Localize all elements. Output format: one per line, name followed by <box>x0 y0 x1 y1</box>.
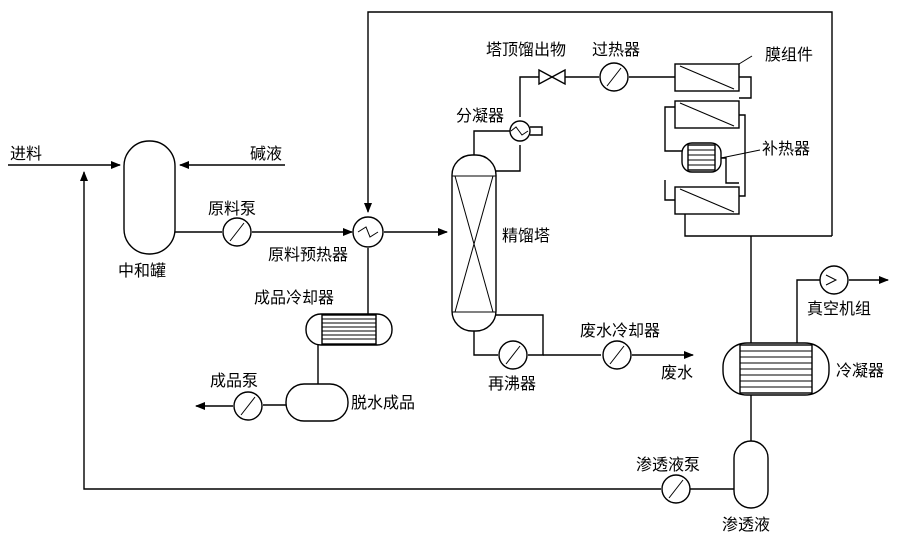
feed-pump <box>222 217 252 247</box>
membrane-module-2 <box>674 100 740 129</box>
condenser-to-valve-line <box>519 76 539 117</box>
feed-preheater <box>352 216 384 248</box>
reboiler <box>498 340 528 370</box>
neutralizer-label: 中和罐 <box>118 261 167 280</box>
product-pump-label: 成品泵 <box>210 371 259 390</box>
overhead-label: 塔顶馏出物 <box>486 40 567 59</box>
membrane-label: 膜组件 <box>765 45 814 64</box>
feed-label: 进料 <box>10 144 43 163</box>
membrane-link-3 <box>739 114 746 197</box>
membrane-outlet-line <box>684 214 832 237</box>
dehydrated-product-tank <box>285 383 349 422</box>
permeate-tank <box>733 440 769 509</box>
permeate-recycle-line <box>80 171 661 490</box>
reheater <box>681 142 761 173</box>
distillation-column <box>451 154 497 332</box>
vacuum-unit <box>819 265 849 295</box>
condenser-to-vacuum-line <box>796 279 820 343</box>
column-to-condenser-line <box>473 130 510 155</box>
condenser-label: 冷凝器 <box>836 361 885 380</box>
valve <box>538 68 566 86</box>
pipelines <box>8 11 889 490</box>
wastewater-cooler <box>602 340 632 370</box>
dehydrated-product-label: 脱水成品 <box>351 393 416 412</box>
reboiler-return-line <box>496 314 544 356</box>
condenser-reflux-line <box>496 145 521 172</box>
membrane-module-3 <box>674 186 740 215</box>
reboiler-label: 再沸器 <box>488 374 537 393</box>
membrane-link-2 <box>664 106 682 152</box>
permeate-label: 渗透液 <box>722 515 771 534</box>
wastewater-label: 废水 <box>661 363 694 382</box>
column-to-reboiler-line <box>473 331 498 356</box>
alkali-label: 碱液 <box>250 144 283 163</box>
superheater-label: 过热器 <box>592 40 641 59</box>
membrane-leader <box>738 55 753 65</box>
permeate-pump-label: 渗透液泵 <box>636 455 701 474</box>
condenser <box>722 342 830 396</box>
partial-condenser-label: 分凝器 <box>456 106 505 125</box>
product-pump <box>233 391 263 421</box>
membrane-module-1 <box>674 63 740 92</box>
hot-recycle-line <box>364 11 833 236</box>
vacuum-unit-label: 真空机组 <box>807 299 872 318</box>
superheater <box>599 62 629 92</box>
feed-preheater-label: 原料预热器 <box>268 245 349 264</box>
neutralizer-tank <box>123 140 176 255</box>
permeate-pump <box>661 474 691 504</box>
product-cooler <box>305 313 393 346</box>
reheater-label: 补热器 <box>762 139 811 158</box>
membrane-link-5 <box>664 180 675 201</box>
membrane-link-1 <box>739 76 752 99</box>
wastewater-cooler-label: 废水冷却器 <box>580 321 661 340</box>
column-label: 精馏塔 <box>502 226 551 245</box>
membrane-link-4 <box>721 157 739 184</box>
feed-pump-label: 原料泵 <box>208 199 257 218</box>
partial-condenser <box>509 120 543 142</box>
product-cooler-label: 成品冷却器 <box>254 288 335 307</box>
